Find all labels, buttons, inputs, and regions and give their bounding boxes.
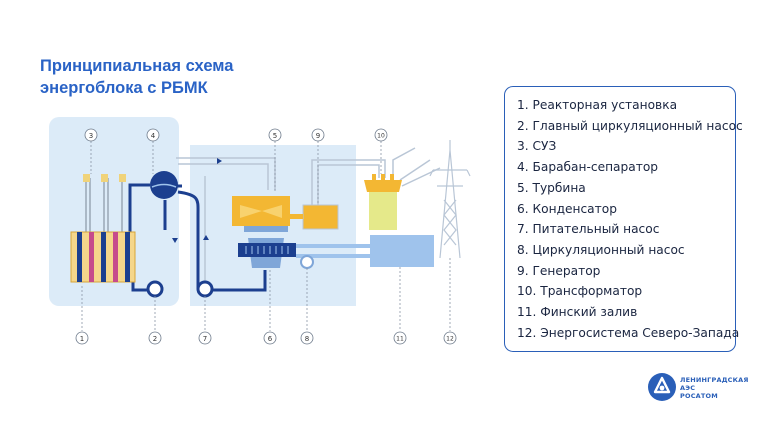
svg-text:8: 8 bbox=[305, 335, 309, 343]
title-line-2: энергоблока с РБМК bbox=[40, 79, 208, 97]
legend-item: 10. Трансформатор bbox=[517, 284, 643, 299]
svg-text:9: 9 bbox=[316, 132, 320, 140]
callout-10: 10 bbox=[374, 128, 388, 142]
leader-lines bbox=[81, 141, 451, 331]
svg-text:4: 4 bbox=[151, 132, 156, 140]
callout-5: 5 bbox=[268, 128, 282, 142]
power-unit-diagram: 1 2 3 4 5 6 7 8 9 10 11 12 bbox=[49, 117, 471, 345]
logo-line-2: АЭС bbox=[680, 384, 696, 392]
svg-text:2: 2 bbox=[153, 335, 157, 343]
callout-2: 2 bbox=[148, 331, 162, 345]
transformer bbox=[364, 174, 402, 230]
callout-3: 3 bbox=[84, 128, 98, 142]
logo-line-1: ЛЕНИНГРАДСКАЯ bbox=[680, 376, 749, 384]
turbine bbox=[232, 196, 290, 232]
condenser bbox=[238, 238, 296, 268]
legend-item: 5. Турбина bbox=[517, 180, 586, 195]
legend-item: 6. Конденсатор bbox=[517, 201, 617, 216]
callout-8: 8 bbox=[300, 331, 314, 345]
rosatom-logo-icon bbox=[648, 373, 676, 401]
power-tower bbox=[429, 140, 471, 259]
circulation-pump bbox=[300, 255, 314, 269]
callout-6: 6 bbox=[263, 331, 277, 345]
page-title: Принципиальная схема энергоблока с РБМК bbox=[40, 55, 233, 99]
legend-item: 12. Энергосистема Северо-Запада bbox=[517, 325, 740, 340]
legend-item: 8. Циркуляционный насос bbox=[517, 242, 685, 257]
cps-drives bbox=[83, 174, 126, 182]
legend-item: 3. СУЗ bbox=[517, 139, 557, 154]
svg-text:1: 1 bbox=[80, 335, 84, 343]
logo-text: ЛЕНИНГРАДСКАЯ АЭС РОСАТОМ bbox=[680, 376, 749, 400]
legend-item: 9. Генератор bbox=[517, 263, 601, 278]
legend-box: 1. Реакторная установка 2. Главный цирку… bbox=[504, 86, 743, 352]
main-circulation-pump bbox=[146, 280, 164, 298]
callout-12: 12 bbox=[443, 331, 457, 345]
rosatom-logo: ЛЕНИНГРАДСКАЯ АЭС РОСАТОМ bbox=[647, 372, 757, 402]
callout-1: 1 bbox=[75, 331, 89, 345]
title-line-1: Принципиальная схема bbox=[40, 57, 234, 75]
svg-text:7: 7 bbox=[203, 335, 207, 343]
legend-item: 1. Реакторная установка bbox=[517, 98, 678, 112]
svg-text:11: 11 bbox=[396, 336, 404, 343]
gulf-of-finland bbox=[370, 235, 434, 267]
callout-7: 7 bbox=[198, 331, 212, 345]
legend-item: 4. Барабан-сепаратор bbox=[517, 160, 659, 175]
control-rods bbox=[85, 178, 123, 240]
legend-item: 2. Главный циркуляционный насос bbox=[517, 118, 743, 133]
reactor-core bbox=[70, 231, 136, 283]
svg-text:10: 10 bbox=[377, 133, 385, 140]
legend-item: 7. Питательный насос bbox=[517, 222, 660, 237]
callout-11: 11 bbox=[393, 331, 407, 345]
svg-text:6: 6 bbox=[268, 335, 273, 343]
svg-text:5: 5 bbox=[273, 132, 277, 140]
callout-4: 4 bbox=[146, 128, 160, 142]
drum-separator bbox=[150, 171, 178, 199]
svg-text:3: 3 bbox=[89, 132, 93, 140]
flow-arrows bbox=[172, 158, 222, 243]
callout-9: 9 bbox=[311, 128, 325, 142]
generator bbox=[290, 204, 339, 230]
legend-list: 1. Реакторная установка 2. Главный цирку… bbox=[517, 95, 743, 343]
logo-line-3: РОСАТОМ bbox=[680, 392, 718, 400]
legend-item: 11. Финский залив bbox=[517, 305, 638, 320]
feed-pump bbox=[196, 280, 214, 298]
svg-text:12: 12 bbox=[446, 336, 454, 343]
